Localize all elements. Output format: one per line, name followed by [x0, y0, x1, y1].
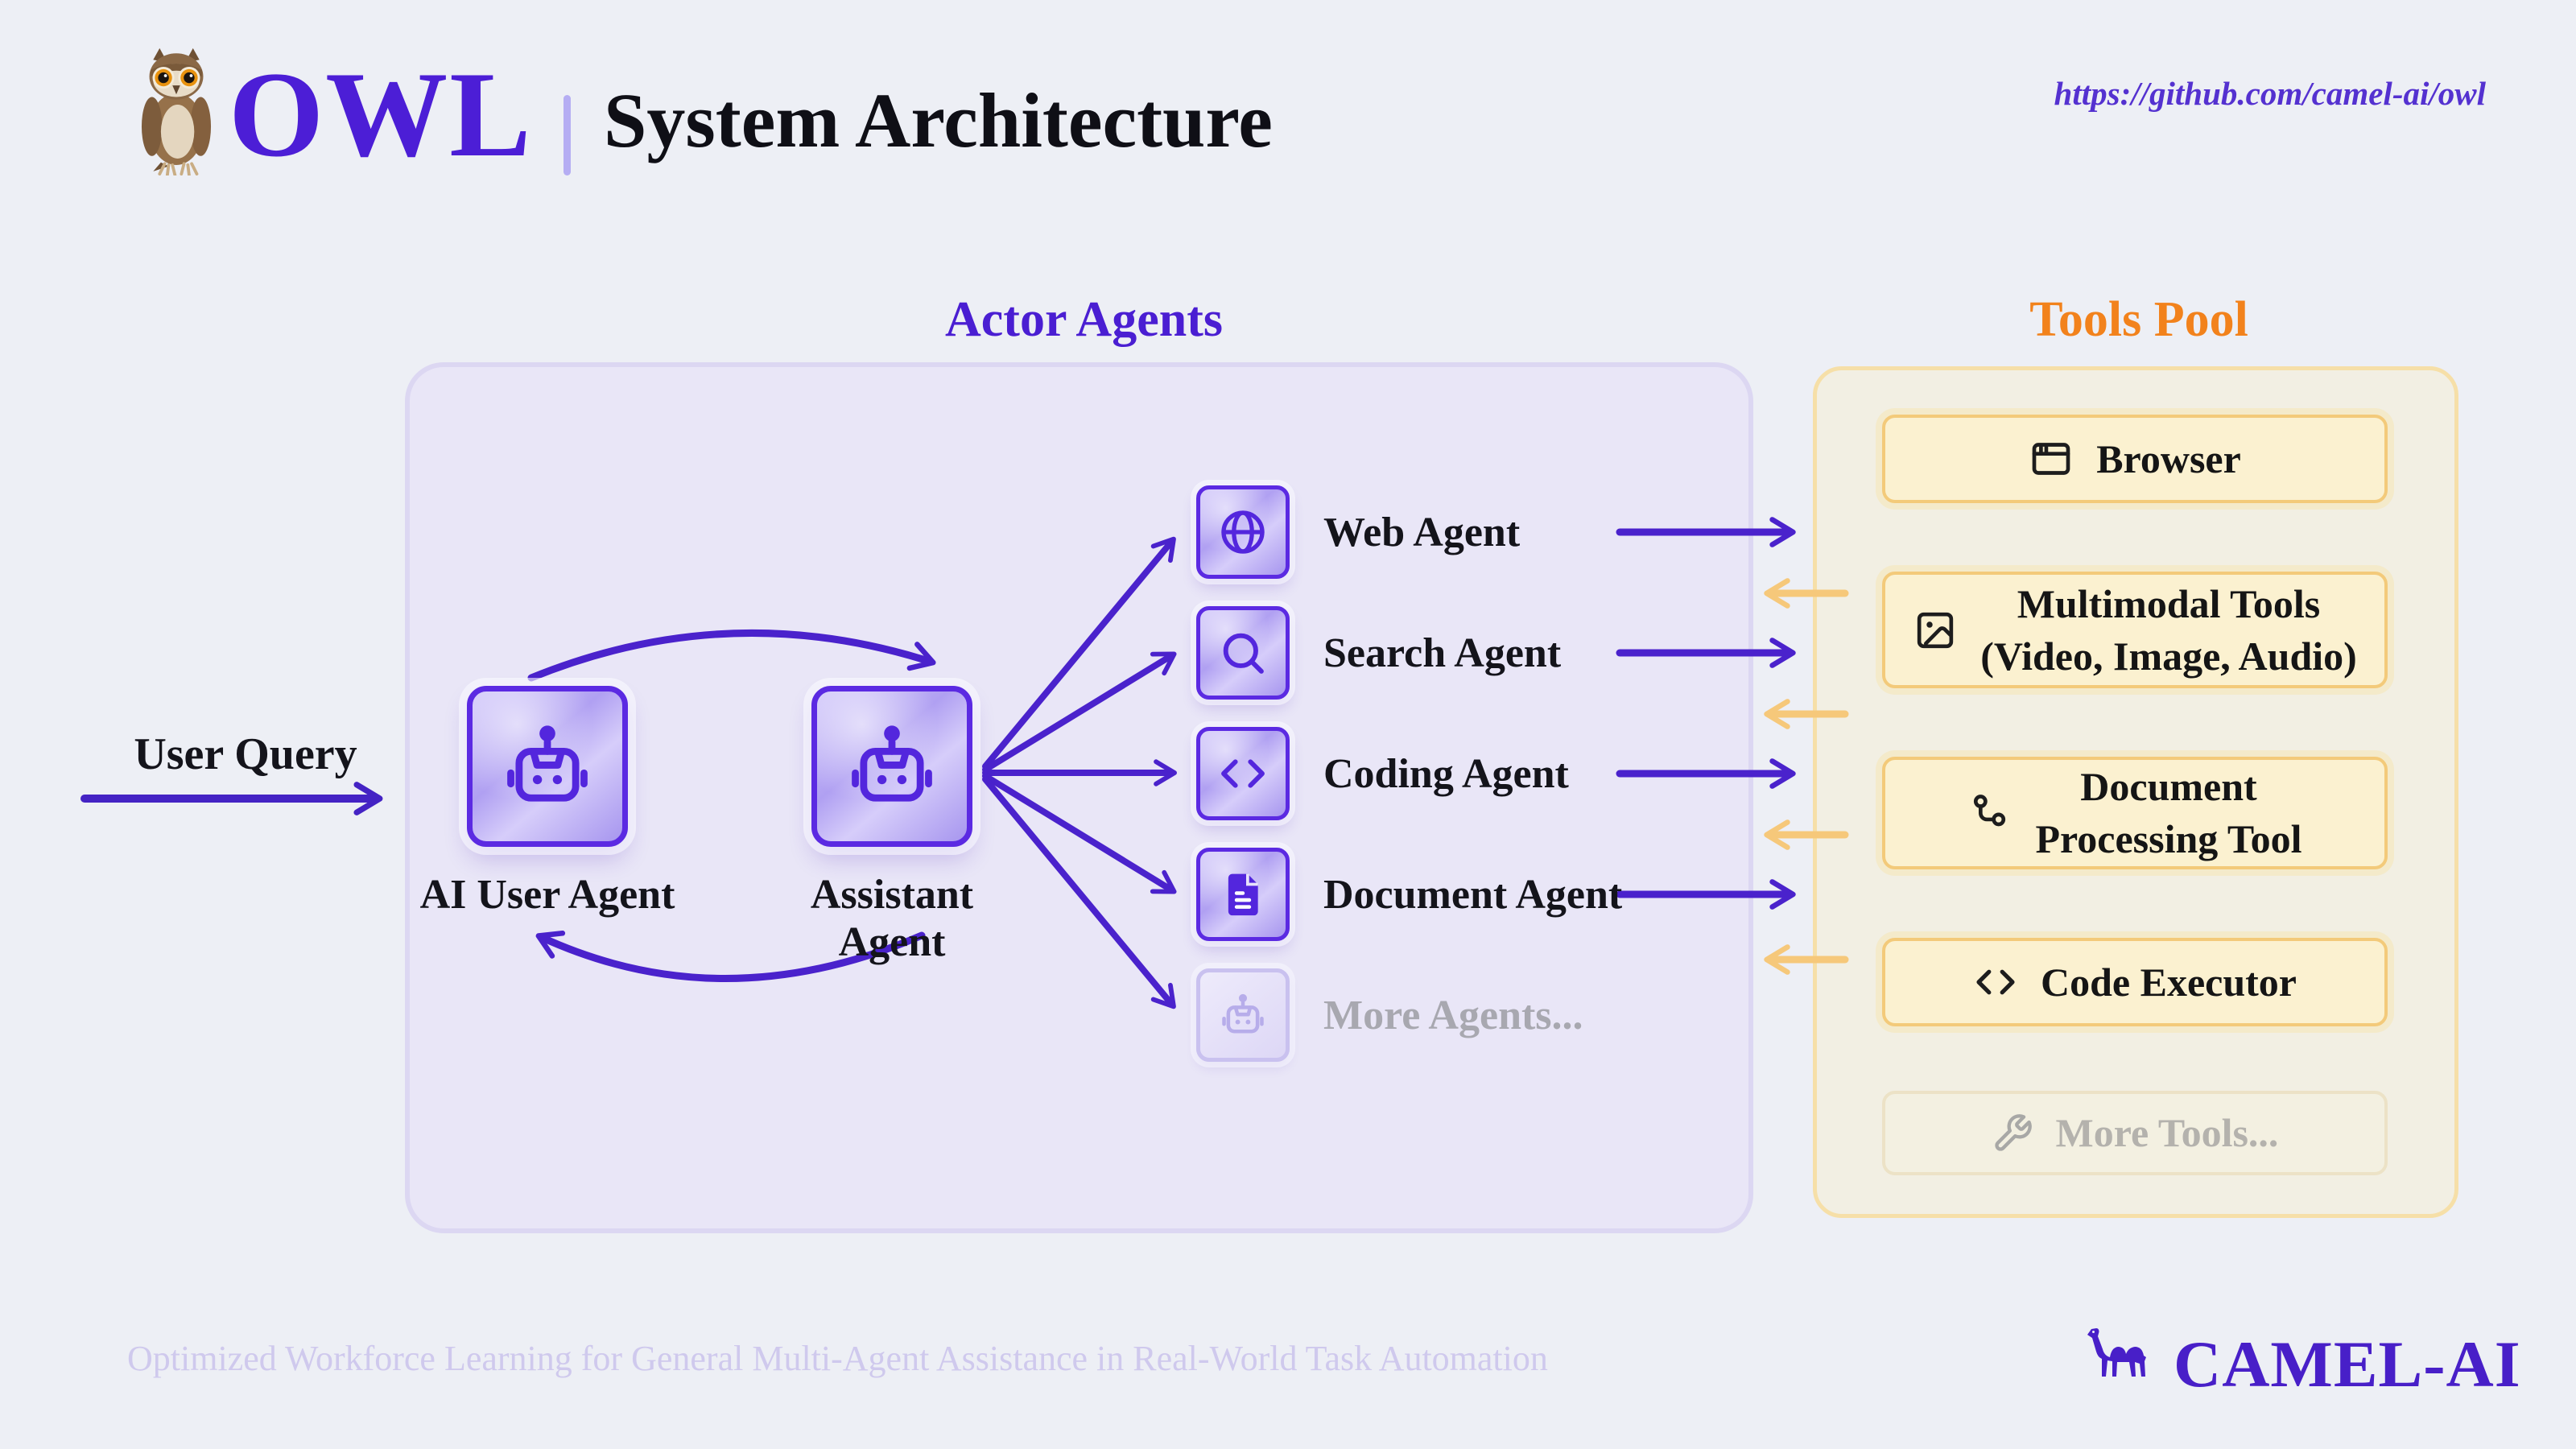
- tool-label: Document Processing Tool: [2035, 764, 2302, 861]
- ai-user-agent-tile: [467, 686, 628, 847]
- robot-icon: [842, 716, 942, 816]
- agent-label: Search Agent: [1323, 630, 1562, 676]
- web-agent-tile: [1196, 485, 1290, 579]
- page-title: System Architecture: [604, 77, 1273, 163]
- search-agent-row: Search Agent: [1196, 606, 1561, 700]
- tool-label: Browser: [2096, 436, 2241, 481]
- robot-icon: [1196, 968, 1290, 1062]
- tool-label: Code Executor: [2041, 959, 2297, 1005]
- assistant-agent-tile: [811, 686, 972, 847]
- workflow-icon: [1967, 791, 2013, 836]
- robot-icon: [497, 716, 597, 816]
- image-icon: [1913, 608, 1958, 653]
- user-query-label: User Query: [134, 729, 357, 779]
- more-tools-card: More Tools...: [1882, 1091, 2388, 1175]
- globe-icon: [1217, 506, 1269, 558]
- brand-owl-text: OWL: [229, 47, 533, 182]
- agent-label: Coding Agent: [1323, 750, 1569, 797]
- document-agent-row: Document Agent: [1196, 848, 1622, 941]
- agent-label: Web Agent: [1323, 509, 1521, 555]
- tool-label: Multimodal Tools (Video, Image, Audio): [1980, 580, 2357, 679]
- search-icon: [1217, 627, 1269, 679]
- code-icon: [1973, 960, 2018, 1005]
- agent-label: Assistant Agent: [810, 872, 974, 965]
- browser-icon: [2029, 436, 2074, 481]
- web-agent-row: Web Agent: [1196, 485, 1520, 579]
- header-divider: [564, 95, 571, 175]
- multimodal-tools-card: Multimodal Tools (Video, Image, Audio): [1882, 572, 2388, 688]
- tools-pool-title: Tools Pool: [2029, 292, 2248, 347]
- ai-user-agent: AI User Agent: [411, 686, 684, 919]
- code-icon: [1196, 727, 1290, 820]
- github-link[interactable]: https://github.com/camel-ai/owl: [2054, 75, 2486, 112]
- code-executor-card: Code Executor: [1882, 938, 2388, 1026]
- footer-tagline: Optimized Workforce Learning for General…: [127, 1339, 1548, 1378]
- tool-label: More Tools...: [2055, 1110, 2279, 1155]
- agent-label: More Agents...: [1323, 992, 1583, 1038]
- coding-agent-row: Coding Agent: [1196, 727, 1569, 820]
- search-agent-tile: [1196, 606, 1290, 700]
- more-agents-row: More Agents...: [1196, 968, 1583, 1062]
- agent-label: AI User Agent: [419, 872, 675, 918]
- wrench-icon: [1992, 1113, 2033, 1154]
- camel-icon: [2087, 1328, 2146, 1377]
- brand-camel-text: CAMEL-AI: [2174, 1327, 2521, 1401]
- actor-agents-title: Actor Agents: [945, 292, 1223, 347]
- assistant-agent: Assistant Agent: [755, 686, 1029, 966]
- document-icon: [1196, 848, 1290, 941]
- browser-tool-card: Browser: [1882, 415, 2388, 503]
- agent-label: Document Agent: [1323, 871, 1623, 918]
- owl-logo-icon: [141, 47, 212, 175]
- document-processing-tool-card: Document Processing Tool: [1882, 757, 2388, 869]
